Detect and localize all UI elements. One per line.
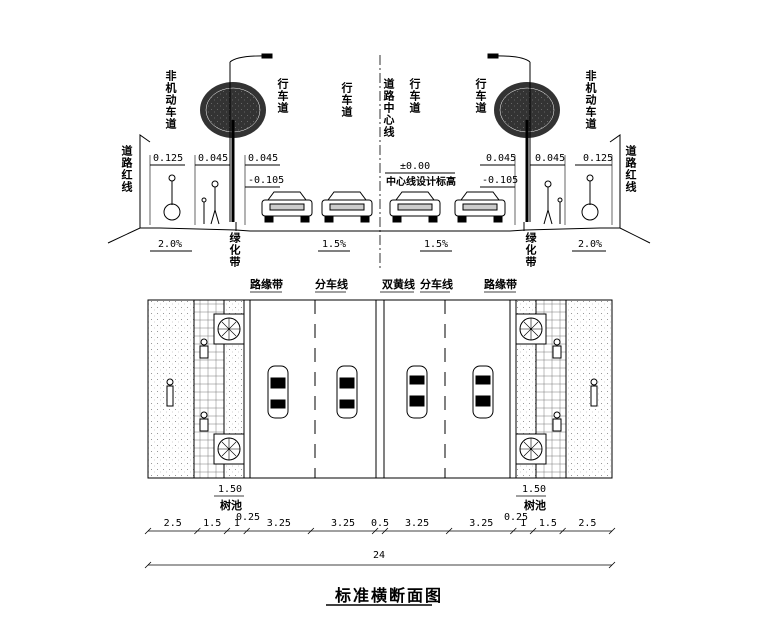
dimension-value: 3.25 (469, 518, 494, 529)
total-width-label: 24 (373, 550, 386, 561)
carriageway-label-4: 行车道 (474, 78, 487, 114)
dimension-value: 1 (520, 518, 527, 529)
tree-pit-width-left: 1.50 (218, 484, 243, 495)
elev-right-curb-bottom: -0.105 (482, 175, 519, 186)
elev-right-sidewalk: 0.125 (583, 153, 614, 164)
dimension-value: 2.5 (578, 518, 597, 529)
cross-section-profile (107, 55, 651, 270)
green-belt-label-right: 绿化带 (524, 232, 537, 268)
cyclist-icon (163, 174, 599, 221)
centerline-design-elev-label: 中心线设计标高 (386, 177, 456, 188)
lane-line-label-left: 分车线 (315, 278, 348, 291)
offset-left: 0.25 (236, 512, 261, 523)
dimension-value: 0.5 (371, 518, 390, 529)
dimension-tick (144, 527, 152, 535)
tree-left-icon (200, 82, 266, 222)
elev-left-bike: 0.045 (198, 153, 229, 164)
dimension-value: 2.5 (163, 518, 182, 529)
non-motor-lane-label-left: 非机动车道 (164, 70, 177, 130)
car-top-icon (267, 365, 494, 419)
green-belt-label-left: 绿化带 (228, 232, 241, 268)
curb-label-left: 路缘带 (250, 278, 283, 291)
street-lamp-right-icon (487, 53, 531, 222)
dimension-tick (559, 527, 566, 535)
drawing-title: 标准横断面图 (335, 586, 444, 605)
road-centerline-label: 道路中心线 (382, 78, 395, 138)
dimension-ticks (144, 527, 616, 569)
elev-zero: ±0.00 (400, 161, 431, 172)
slope-right-sidewalk: 2.0% (578, 239, 603, 250)
carriageway-label-3: 行车道 (408, 78, 421, 114)
curb-label-right: 路缘带 (484, 278, 517, 291)
dimension-value: 1.5 (538, 518, 557, 529)
pedestrian-icon (201, 180, 563, 225)
dimension-lines (148, 530, 612, 566)
elev-left-curb-top: 0.045 (248, 153, 279, 164)
dimension-tick (194, 527, 201, 535)
road-red-line-label-right: 道路红线 (624, 145, 637, 193)
tree-pit-label-right: 树池 (524, 499, 546, 512)
dimension-tick (371, 527, 379, 535)
double-yellow-label: 双黄线 (382, 278, 415, 291)
lane-line-label-right: 分车线 (420, 278, 453, 291)
dimension-tick (608, 561, 616, 569)
dimension-tick (608, 527, 616, 535)
non-motor-lane-label-right: 非机动车道 (584, 70, 597, 130)
elev-left-curb-bottom: -0.105 (248, 175, 285, 186)
dimension-tick (144, 561, 152, 569)
offset-right: 0.25 (504, 512, 529, 523)
dimension-value: 1.5 (203, 518, 222, 529)
dimension-tick (243, 527, 251, 535)
dimension-tick (445, 527, 453, 535)
plan-leaders (214, 291, 546, 497)
car-front-icon (261, 191, 506, 223)
elev-right-curb-top: 0.045 (486, 153, 517, 164)
elev-right-bike: 0.045 (535, 153, 566, 164)
road-red-line-label-left: 道路红线 (120, 145, 133, 193)
dimension-value: 1 (233, 518, 240, 529)
dimension-value: 3.25 (330, 518, 356, 529)
slope-right-road: 1.5% (424, 239, 449, 250)
slope-left-sidewalk: 2.0% (158, 239, 183, 250)
carriageway-label-1: 行车道 (276, 78, 289, 114)
dimension-tick (223, 527, 231, 535)
dimension-tick (529, 527, 537, 535)
elev-left-sidewalk: 0.125 (153, 153, 184, 164)
carriageway-label-2: 行车道 (340, 82, 353, 118)
tree-pit-label-left: 树池 (220, 499, 242, 512)
slope-left-road: 1.5% (322, 239, 347, 250)
dimension-tick (509, 527, 517, 535)
tree-right-icon (494, 82, 560, 222)
dimension-value: 3.25 (266, 518, 291, 529)
tree-pit-width-right: 1.50 (522, 484, 547, 495)
street-lamp-left-icon (229, 53, 273, 222)
plan-people-icon (166, 338, 598, 432)
dimension-tick (381, 527, 389, 535)
dimension-value: 3.25 (405, 518, 430, 529)
dimension-tick (307, 527, 315, 535)
plan-view (147, 299, 613, 479)
